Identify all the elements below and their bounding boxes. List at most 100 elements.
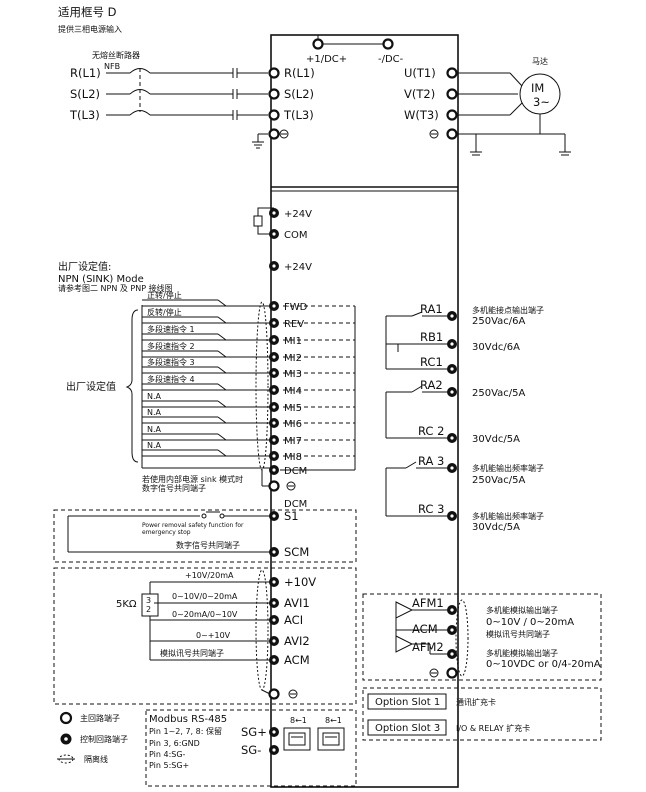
rc3-label: RC 3 [418, 502, 444, 516]
func-mi8: N.A [147, 441, 162, 450]
terminal-r[interactable] [268, 67, 280, 79]
digital-inputs [141, 301, 356, 471]
pin-note-3: Pin 4:SG- [149, 750, 186, 759]
term-fwd: FWD [284, 302, 308, 313]
input-row-mi1: 多段速指令 1 MI1 [142, 324, 302, 347]
factory-setting: 出厂设定值: [58, 260, 111, 273]
acm-out-desc: 模拟讯号共同端子 [486, 629, 550, 639]
safety-text-2: emergency stop [142, 529, 191, 536]
term-rev: REV [284, 319, 304, 330]
pot-pin-3: 3 [146, 596, 151, 605]
slot1-desc: 通讯扩充卡 [456, 697, 496, 707]
factory-side: 出厂设定值 [66, 380, 116, 393]
terminal-dc-plus[interactable] [312, 38, 324, 50]
afm1-label: AFM1 [412, 596, 444, 610]
terminal-pe-in[interactable] [268, 128, 280, 140]
label-24v-2: +24V [284, 262, 312, 273]
term-dcm: DCM [284, 466, 307, 477]
rj45-port-2[interactable] [317, 727, 345, 751]
func-mi4: 多段速指令 4 [147, 374, 195, 384]
afm2-desc: 多机能模拟输出端子 [486, 648, 558, 658]
terminal-pe-ctrl[interactable] [268, 480, 280, 492]
safety-circuit [67, 511, 270, 553]
terminal-t[interactable] [268, 109, 280, 121]
dc-plus-label: +1/DC+ [306, 54, 347, 65]
safety-box [53, 509, 357, 563]
func-mi5: N.A [147, 392, 162, 401]
term-avi1: AVI1 [284, 596, 310, 610]
terminal-v[interactable] [446, 88, 458, 100]
legend: 主回路端子 控制回路端子 隔离线 [57, 711, 128, 764]
rc1-label: RC1 [420, 355, 443, 369]
term-mi5: MI5 [284, 403, 302, 414]
main-terminal-icon [59, 711, 73, 725]
terminal-pe-out[interactable] [446, 128, 458, 140]
relay1-rating: 250Vac/6A [472, 316, 526, 327]
input-s: S(L2) [70, 87, 100, 101]
dcm-2: DCM [284, 499, 307, 510]
ra1-label: RA1 [420, 302, 443, 316]
term-mi6: MI6 [284, 419, 302, 430]
ground-analog-icon [288, 689, 298, 699]
terminal-s[interactable] [268, 88, 280, 100]
output-u: U(T1) [404, 66, 436, 80]
ra2-label: RA2 [420, 378, 443, 392]
func-mi2: 多段速指令 2 [147, 341, 195, 351]
afm1-desc: 多机能模拟输出端子 [486, 605, 558, 615]
acm-out-label: ACM [412, 622, 438, 636]
ra3-label: RA 3 [418, 454, 444, 468]
factory-brace [125, 309, 139, 463]
input-row-mi3: 多段速指令 3 MI3 [142, 357, 302, 380]
terminal-w[interactable] [446, 109, 458, 121]
input-row-mi2: 多段速指令 2 MI2 [142, 341, 302, 364]
rj45-port-1[interactable] [283, 727, 311, 751]
motor-phase: 3~ [533, 95, 550, 109]
terminal-dc-minus[interactable] [382, 38, 394, 50]
pot-label: 5KΩ [116, 599, 137, 610]
npn-mode: NPN (SINK) Mode [58, 274, 144, 285]
term-mi8: MI8 [284, 452, 302, 463]
relay2-rating: 250Vac/5A [472, 388, 526, 399]
relay3-desc2: 多机能输出频率端子 [472, 511, 544, 521]
term-mi1: MI1 [284, 336, 302, 347]
avi2-range: 0~+10V [196, 631, 231, 640]
digital-common: 数字信号共同端子 [176, 540, 240, 550]
input-row-mi7: N.A MI7 [142, 425, 302, 447]
input-row-mi6: N.A MI6 [142, 408, 302, 430]
func-rev: 反转/停止 [147, 307, 182, 317]
analog-out-box [362, 593, 602, 681]
term-acm: ACM [284, 653, 310, 667]
slot1-label: Option Slot 1 [375, 697, 440, 708]
output-v: V(T2) [404, 87, 435, 101]
slot3-desc: I/O & RELAY 扩充卡 [456, 723, 530, 733]
func-mi7: N.A [147, 425, 162, 434]
input-row-mi4: 多段速指令 4 MI4 [142, 374, 302, 397]
terminal-pe-analog[interactable] [268, 688, 280, 700]
v10-label: +10V/20mA [185, 571, 234, 580]
legend-main: 主回路端子 [80, 713, 120, 723]
aci-range: 0~20mA/0~10V [172, 610, 238, 619]
pin-note-1: Pin 1~2, 7, 8: 保留 [149, 726, 222, 736]
input-ground [252, 128, 289, 149]
terminal-pe-aout[interactable] [446, 667, 458, 679]
input-row-mi5: N.A MI5 [142, 392, 302, 414]
supply-note: 提供三相电源输入 [58, 24, 122, 34]
breaker-label: 无熔丝断路器 [92, 50, 140, 60]
relay2-dc: 30Vdc/5A [472, 434, 520, 445]
port2-pins: 8←1 [325, 716, 342, 725]
afm1-meter-icon [395, 601, 414, 619]
func-mi6: N.A [147, 408, 162, 417]
option-slot-1[interactable] [367, 693, 447, 710]
input-row-rev: 反转/停止 REV [142, 307, 304, 330]
nfb-label: NFB [104, 62, 120, 71]
legend-shield: 隔离线 [84, 754, 108, 764]
terminal-u[interactable] [446, 67, 458, 79]
acm-label: 模拟讯号共同端子 [160, 648, 224, 658]
term-scm: SCM [284, 545, 309, 559]
pin-note-4: Pin 5:SG+ [149, 761, 189, 770]
ground-aout-icon [429, 668, 439, 678]
option-slot-3[interactable] [367, 719, 447, 736]
analog-box [53, 567, 357, 705]
input-r: R(L1) [70, 66, 101, 80]
relay1-dc: 30Vdc/6A [472, 342, 520, 353]
